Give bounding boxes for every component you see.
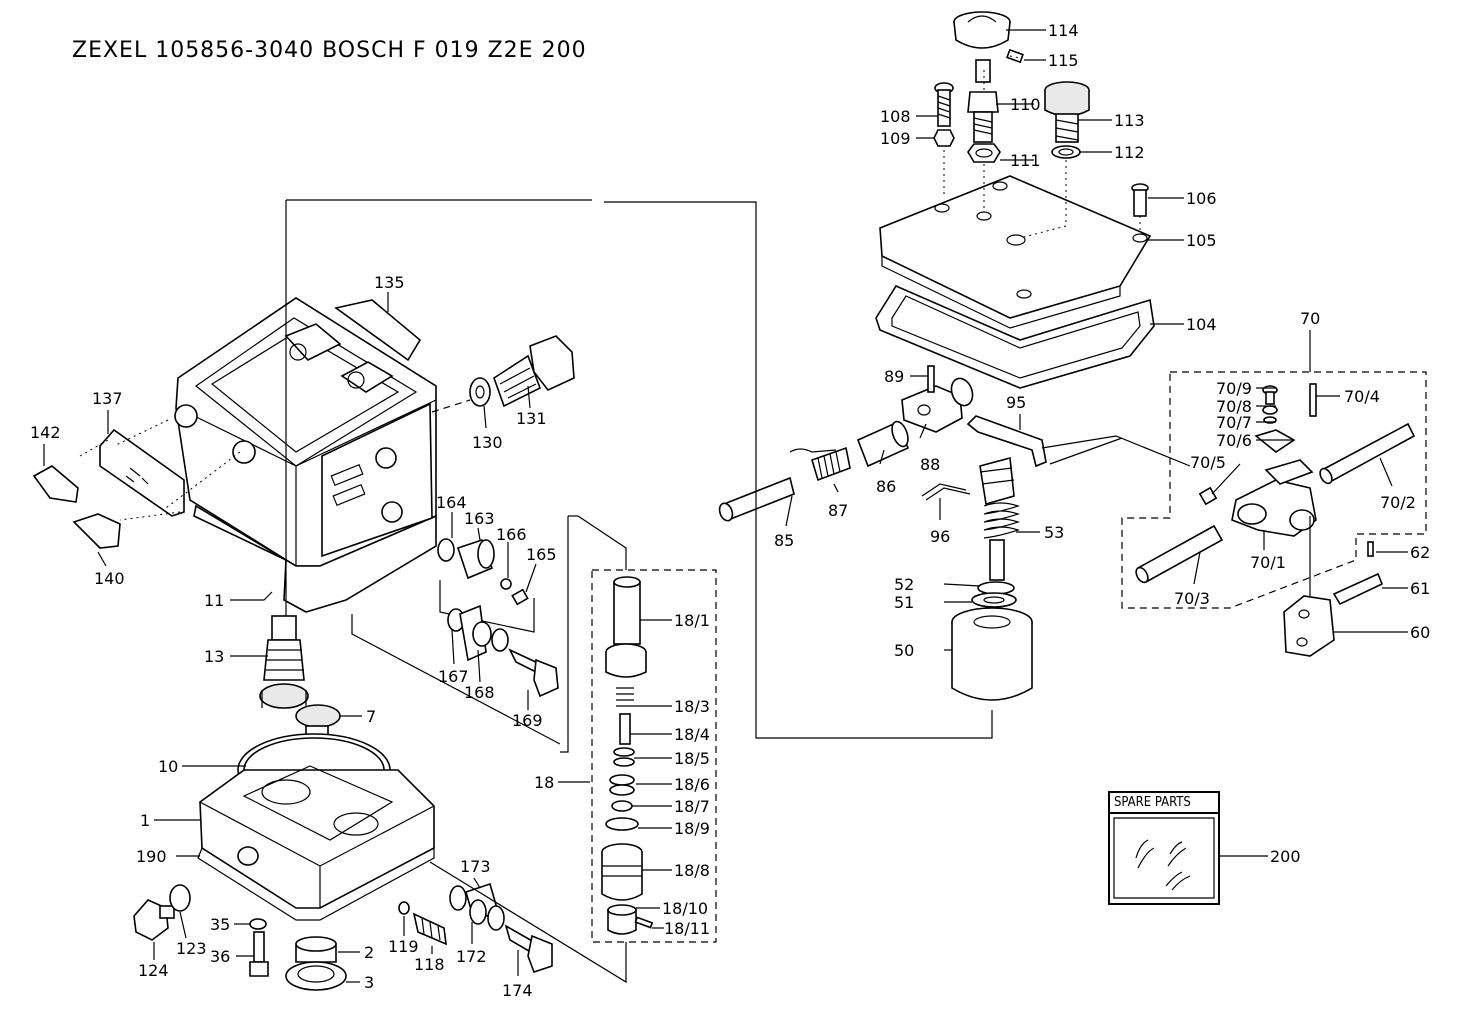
label-114: 114 bbox=[1048, 21, 1079, 40]
label-62: 62 bbox=[1410, 543, 1430, 562]
label-70: 70 bbox=[1300, 309, 1320, 328]
label-85: 85 bbox=[774, 531, 794, 550]
label-18-7: 18/7 bbox=[674, 797, 710, 816]
governor-housing bbox=[174, 297, 437, 613]
spare-parts-title: SPARE PARTS bbox=[1110, 793, 1218, 814]
label-70-2: 70/2 bbox=[1380, 493, 1416, 512]
label-166: 166 bbox=[496, 525, 527, 544]
fitting-163-169 bbox=[437, 538, 559, 698]
pump-base-assembly bbox=[133, 615, 553, 991]
label-11: 11 bbox=[204, 591, 224, 610]
label-135: 135 bbox=[374, 273, 405, 292]
label-60: 60 bbox=[1410, 623, 1430, 642]
label-163: 163 bbox=[464, 509, 495, 528]
label-115: 115 bbox=[1048, 51, 1079, 70]
label-53: 53 bbox=[1044, 523, 1064, 542]
label-112: 112 bbox=[1114, 143, 1145, 162]
diagram-title: ZEXEL 105856-3040 BOSCH F 019 Z2E 200 bbox=[72, 38, 587, 63]
label-123: 123 bbox=[176, 939, 207, 958]
lever-parts-60-62 bbox=[1283, 541, 1384, 657]
label-165: 165 bbox=[526, 545, 557, 564]
label-86: 86 bbox=[876, 477, 896, 496]
label-190: 190 bbox=[136, 847, 167, 866]
label-18-10: 18/10 bbox=[662, 899, 708, 918]
label-109: 109 bbox=[880, 129, 911, 148]
plunger-assembly-18 bbox=[591, 569, 717, 943]
label-169: 169 bbox=[512, 711, 543, 730]
label-36: 36 bbox=[210, 947, 230, 966]
lever-assembly-70 bbox=[1121, 371, 1427, 609]
label-70-8: 70/8 bbox=[1216, 397, 1252, 416]
label-124: 124 bbox=[138, 961, 169, 980]
label-167: 167 bbox=[438, 667, 469, 686]
label-50: 50 bbox=[894, 641, 914, 660]
label-174: 174 bbox=[502, 981, 533, 1000]
label-18: 18 bbox=[534, 773, 554, 792]
label-18-8: 18/8 bbox=[674, 861, 710, 880]
label-96: 96 bbox=[930, 527, 950, 546]
label-104: 104 bbox=[1186, 315, 1217, 334]
label-200: 200 bbox=[1270, 847, 1301, 866]
part-number-labels: 114 115 108 110 113 109 111 112 106 105 … bbox=[30, 21, 1430, 1000]
label-70-4: 70/4 bbox=[1344, 387, 1380, 406]
label-131: 131 bbox=[516, 409, 547, 428]
label-108: 108 bbox=[880, 107, 911, 126]
connector-lines bbox=[285, 199, 1311, 984]
label-2: 2 bbox=[364, 943, 374, 962]
label-130: 130 bbox=[472, 433, 503, 452]
label-106: 106 bbox=[1186, 189, 1217, 208]
leader-lines bbox=[43, 29, 1408, 983]
label-164: 164 bbox=[436, 493, 467, 512]
side-plate-parts bbox=[32, 419, 241, 549]
label-18-3: 18/3 bbox=[674, 697, 710, 716]
label-70-1: 70/1 bbox=[1250, 553, 1286, 572]
label-70-7: 70/7 bbox=[1216, 413, 1252, 432]
label-88: 88 bbox=[920, 455, 940, 474]
label-51: 51 bbox=[894, 593, 914, 612]
label-7: 7 bbox=[366, 707, 376, 726]
label-18-9: 18/9 bbox=[674, 819, 710, 838]
label-3: 3 bbox=[364, 973, 374, 992]
label-87: 87 bbox=[828, 501, 848, 520]
label-172: 172 bbox=[456, 947, 487, 966]
spare-parts-box: SPARE PARTS bbox=[1108, 791, 1220, 905]
label-18-4: 18/4 bbox=[674, 725, 710, 744]
cover-plate-assembly bbox=[875, 11, 1155, 389]
label-113: 113 bbox=[1114, 111, 1145, 130]
label-1: 1 bbox=[140, 811, 150, 830]
label-140: 140 bbox=[94, 569, 125, 588]
label-70-6: 70/6 bbox=[1216, 431, 1252, 450]
fitting-130-131 bbox=[431, 335, 575, 413]
label-168: 168 bbox=[464, 683, 495, 702]
label-13: 13 bbox=[204, 647, 224, 666]
label-173: 173 bbox=[460, 857, 491, 876]
label-18-6: 18/6 bbox=[674, 775, 710, 794]
label-110: 110 bbox=[1010, 95, 1041, 114]
label-70-3: 70/3 bbox=[1174, 589, 1210, 608]
label-70-9: 70/9 bbox=[1216, 379, 1252, 398]
label-10: 10 bbox=[158, 757, 178, 776]
label-89: 89 bbox=[884, 367, 904, 386]
spare-parts-bag-icon bbox=[1113, 817, 1215, 899]
control-lever-group bbox=[718, 365, 1047, 701]
label-111: 111 bbox=[1010, 151, 1041, 170]
label-118: 118 bbox=[414, 955, 445, 974]
label-142: 142 bbox=[30, 423, 61, 442]
label-18-5: 18/5 bbox=[674, 749, 710, 768]
label-61: 61 bbox=[1410, 579, 1430, 598]
label-137: 137 bbox=[92, 389, 123, 408]
label-18-11: 18/11 bbox=[664, 919, 710, 938]
label-95: 95 bbox=[1006, 393, 1026, 412]
label-18-1: 18/1 bbox=[674, 611, 710, 630]
label-52: 52 bbox=[894, 575, 914, 594]
label-119: 119 bbox=[388, 937, 419, 956]
label-35: 35 bbox=[210, 915, 230, 934]
label-70-5: 70/5 bbox=[1190, 453, 1226, 472]
label-105: 105 bbox=[1186, 231, 1217, 250]
